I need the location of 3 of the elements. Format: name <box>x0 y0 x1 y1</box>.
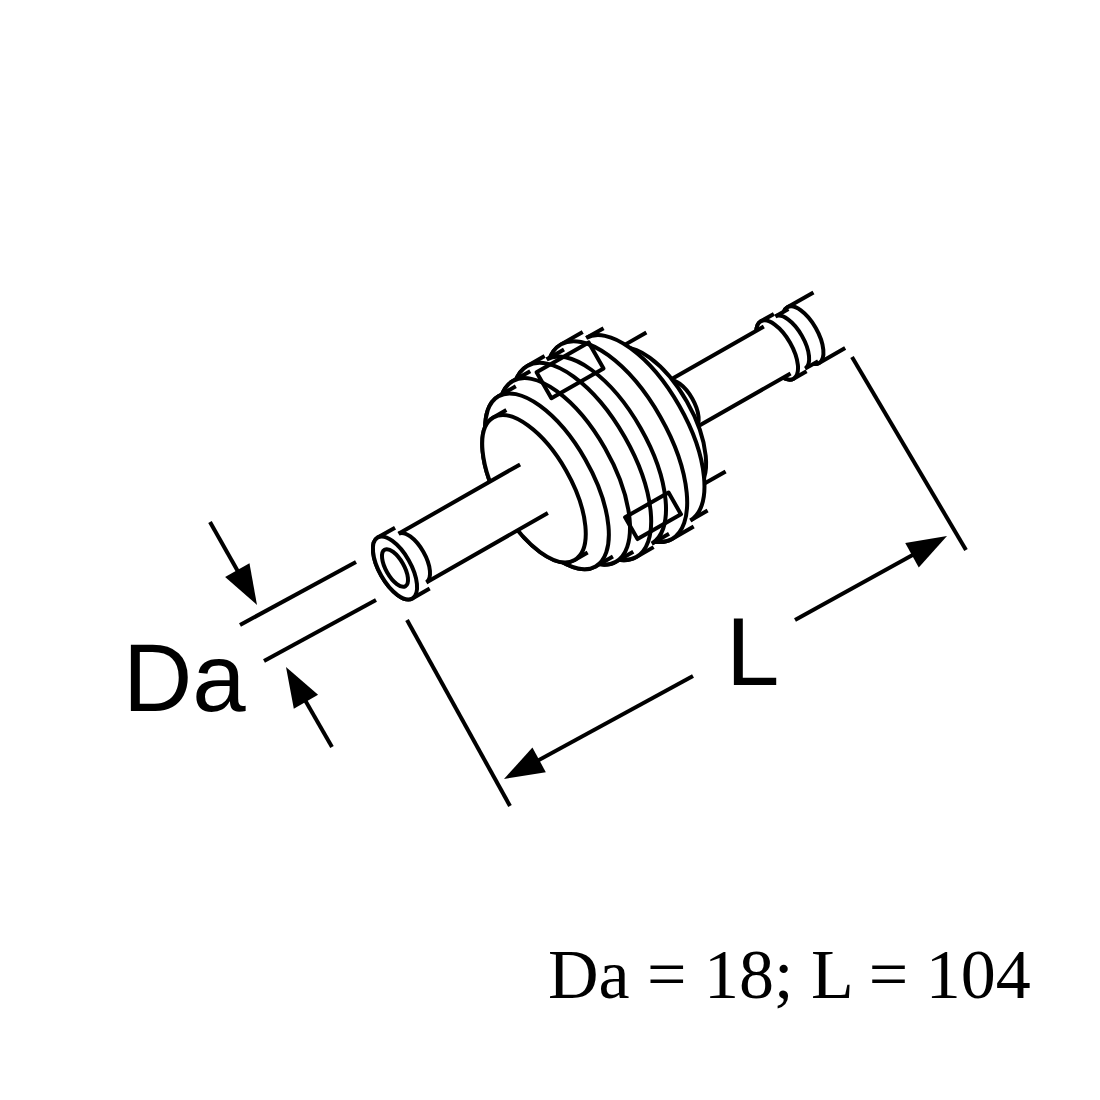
dimension-values-note: Da = 18; L = 104 <box>548 940 1031 1010</box>
dimension-label: Da <box>123 630 246 726</box>
dimension-label: L <box>726 604 780 700</box>
